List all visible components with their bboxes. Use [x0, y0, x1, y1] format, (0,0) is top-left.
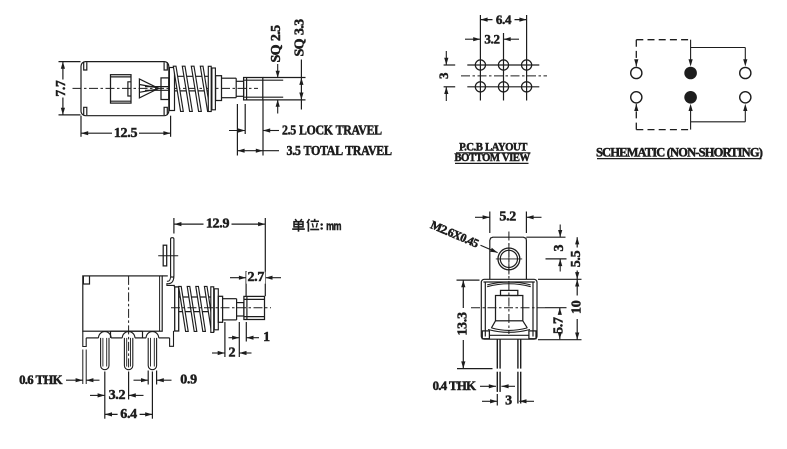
- svg-text:0.4 THK: 0.4 THK: [433, 379, 477, 393]
- svg-text:2.7: 2.7: [247, 270, 264, 285]
- svg-text:SQ 3.3: SQ 3.3: [293, 19, 308, 57]
- svg-text:5.2: 5.2: [499, 210, 516, 225]
- svg-text:13.3: 13.3: [456, 312, 471, 336]
- svg-text:2.5 LOCK TRAVEL: 2.5 LOCK TRAVEL: [282, 123, 382, 138]
- svg-text:12.9: 12.9: [206, 217, 230, 232]
- svg-text:SQ 2.5: SQ 2.5: [269, 25, 284, 63]
- svg-text:0.6 THK: 0.6 THK: [19, 373, 63, 387]
- svg-text:6.4: 6.4: [496, 12, 512, 27]
- svg-text:3.2: 3.2: [109, 388, 126, 403]
- svg-text:5.7: 5.7: [552, 317, 567, 334]
- svg-text:12.5: 12.5: [114, 126, 138, 141]
- svg-text:0.9: 0.9: [180, 373, 197, 388]
- svg-text:mm: mm: [326, 220, 341, 234]
- svg-text:5.5: 5.5: [569, 250, 584, 267]
- svg-text:1: 1: [263, 330, 270, 345]
- svg-text:SCHEMATIC (NON-SHORTING): SCHEMATIC (NON-SHORTING): [596, 145, 763, 159]
- svg-text:3: 3: [436, 72, 451, 79]
- svg-text:3: 3: [552, 245, 567, 252]
- svg-text::: :: [320, 219, 324, 233]
- svg-text:BOTTOM VIEW: BOTTOM VIEW: [454, 151, 530, 164]
- svg-text:7.7: 7.7: [53, 80, 68, 97]
- svg-text:P.C.B LAYOUT: P.C.B LAYOUT: [459, 141, 528, 154]
- svg-text:2: 2: [228, 346, 235, 361]
- svg-text:6.4: 6.4: [120, 407, 137, 422]
- svg-text:10: 10: [570, 300, 585, 314]
- svg-text:3.5 TOTAL TRAVEL: 3.5 TOTAL TRAVEL: [287, 143, 392, 158]
- svg-text:3.2: 3.2: [484, 32, 499, 47]
- svg-text:3: 3: [505, 394, 512, 409]
